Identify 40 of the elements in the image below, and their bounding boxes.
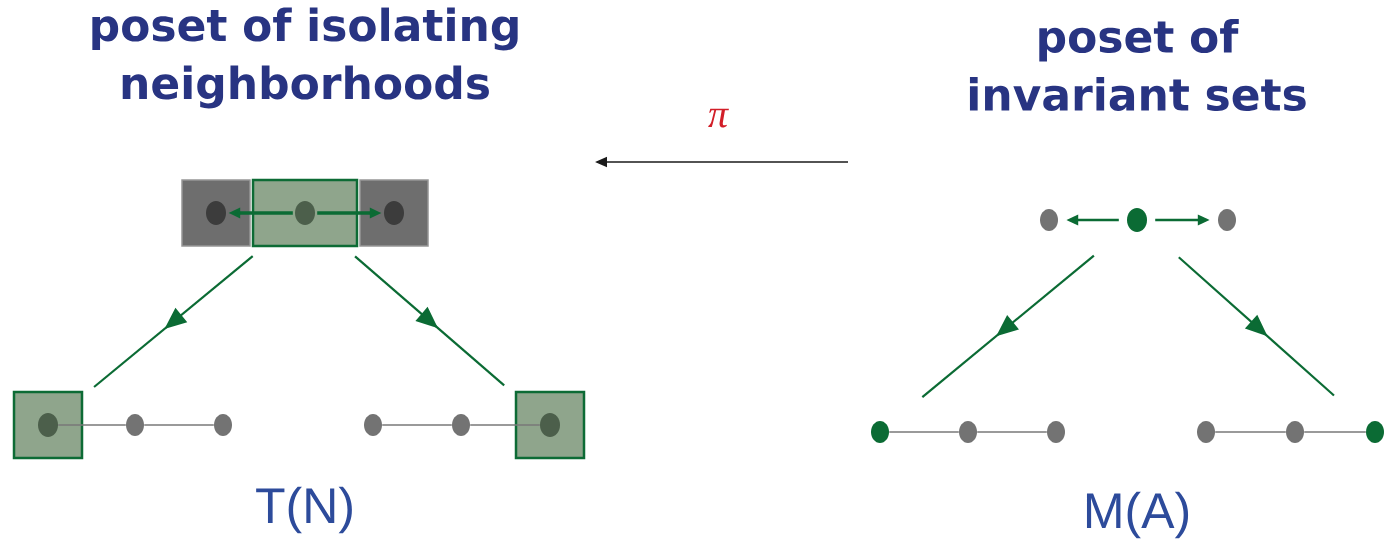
arrow [921, 254, 1095, 398]
set-label: T(N) [256, 486, 352, 534]
connector-line [1214, 431, 1287, 433]
dot [1047, 421, 1065, 443]
heading: poset of invariant sets [969, 19, 1306, 112]
dot [364, 414, 382, 436]
dot [384, 201, 404, 225]
dot [1366, 421, 1384, 443]
box [181, 179, 251, 247]
dot [1127, 208, 1147, 232]
set-label: M(A) [1086, 491, 1189, 539]
dot [1040, 209, 1058, 231]
arrow [354, 255, 505, 387]
connector-line [976, 431, 1048, 433]
map-label: π [708, 108, 729, 128]
dot [1218, 209, 1236, 231]
dot [295, 201, 315, 225]
connector-line [1303, 431, 1367, 433]
dot [871, 421, 889, 443]
dot [1286, 421, 1304, 443]
connector-line [143, 424, 215, 426]
arrow [93, 255, 254, 388]
heading: poset of isolating neighborhoods [92, 7, 518, 109]
dot [38, 413, 58, 437]
box [359, 179, 429, 247]
box [12, 390, 84, 460]
dot [1197, 421, 1215, 443]
dot [540, 413, 560, 437]
connector-line [381, 424, 453, 426]
arrow [1178, 256, 1335, 397]
box [514, 390, 586, 460]
connector-line [469, 424, 541, 426]
connector-line [57, 424, 127, 426]
dot [452, 414, 470, 436]
box [251, 178, 359, 248]
dot [206, 201, 226, 225]
connector-line [888, 431, 960, 433]
dot [214, 414, 232, 436]
dot [959, 421, 977, 443]
dot [126, 414, 144, 436]
